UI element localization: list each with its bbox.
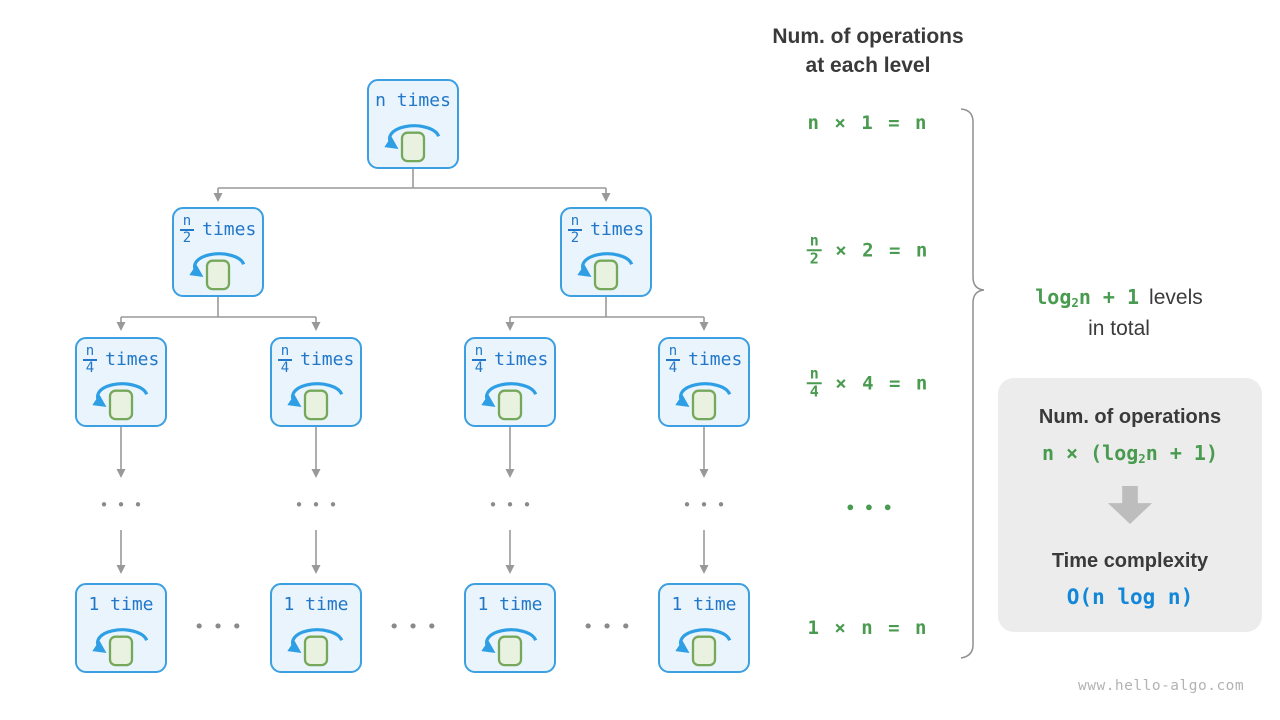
loop-icon (577, 252, 634, 291)
loop-icon (481, 382, 538, 421)
loop-node-leaf-2: 1 time (270, 583, 362, 673)
summary-title: Num. of operations (1038, 406, 1222, 428)
loop-node-leaf-4: 1 time (658, 583, 750, 673)
summary-complexity: O(n log n) (1066, 585, 1194, 609)
down-arrow-icon (1107, 486, 1153, 524)
horizontal-ellipsis: ••• (193, 616, 251, 638)
loop-node-root: n times (367, 79, 459, 169)
loop-icon (384, 124, 441, 163)
summary-formula: n × (log2n + 1) (1041, 441, 1219, 467)
node-label: 1 time (283, 594, 349, 615)
column-header-line1: Num. of operations (772, 25, 964, 48)
loop-icon (675, 382, 732, 421)
loop-icon (189, 252, 246, 291)
node-label: n times (375, 90, 451, 111)
loop-icon (92, 382, 149, 421)
column-header: Num. of operations at each level (698, 22, 1038, 80)
node-label: 1 time (671, 594, 737, 615)
equation-leaf: 1 × n = n (807, 617, 929, 639)
loop-node-leaf-1: 1 time (75, 583, 167, 673)
brace (960, 108, 985, 659)
connector-l1-l2 (218, 168, 606, 189)
node-label: 1 time (88, 594, 154, 615)
loop-icon (92, 628, 149, 667)
watermark: www.hello-algo.com (1078, 678, 1245, 694)
vertical-ellipsis: ••• (682, 496, 734, 514)
summary-panel: Num. of operations n × (log2n + 1) Time … (998, 378, 1262, 632)
horizontal-ellipsis: ••• (388, 616, 446, 638)
loop-icon (287, 628, 344, 667)
levels-formula: log2n + 1 (1035, 285, 1140, 311)
summary-subtitle: Time complexity (1051, 550, 1209, 572)
vertical-ellipsis: ••• (99, 496, 151, 514)
vertical-ellipsis: ••• (488, 496, 540, 514)
connector-l2r-l3 (510, 297, 704, 318)
loop-icon (675, 628, 732, 667)
horizontal-ellipsis: ••• (582, 616, 640, 638)
connector-l2l-l3 (121, 297, 316, 318)
loop-node-leaf-3: 1 time (464, 583, 556, 673)
equation-level-1: n × 1 = n (807, 112, 929, 134)
levels-note-line2: in total (1088, 317, 1150, 340)
column-header-line2: at each level (805, 54, 931, 77)
loop-icon (287, 382, 344, 421)
equation-ellipsis: ••• (845, 498, 902, 518)
node-label: 1 time (477, 594, 543, 615)
loop-icon (481, 628, 538, 667)
vertical-ellipsis: ••• (294, 496, 346, 514)
